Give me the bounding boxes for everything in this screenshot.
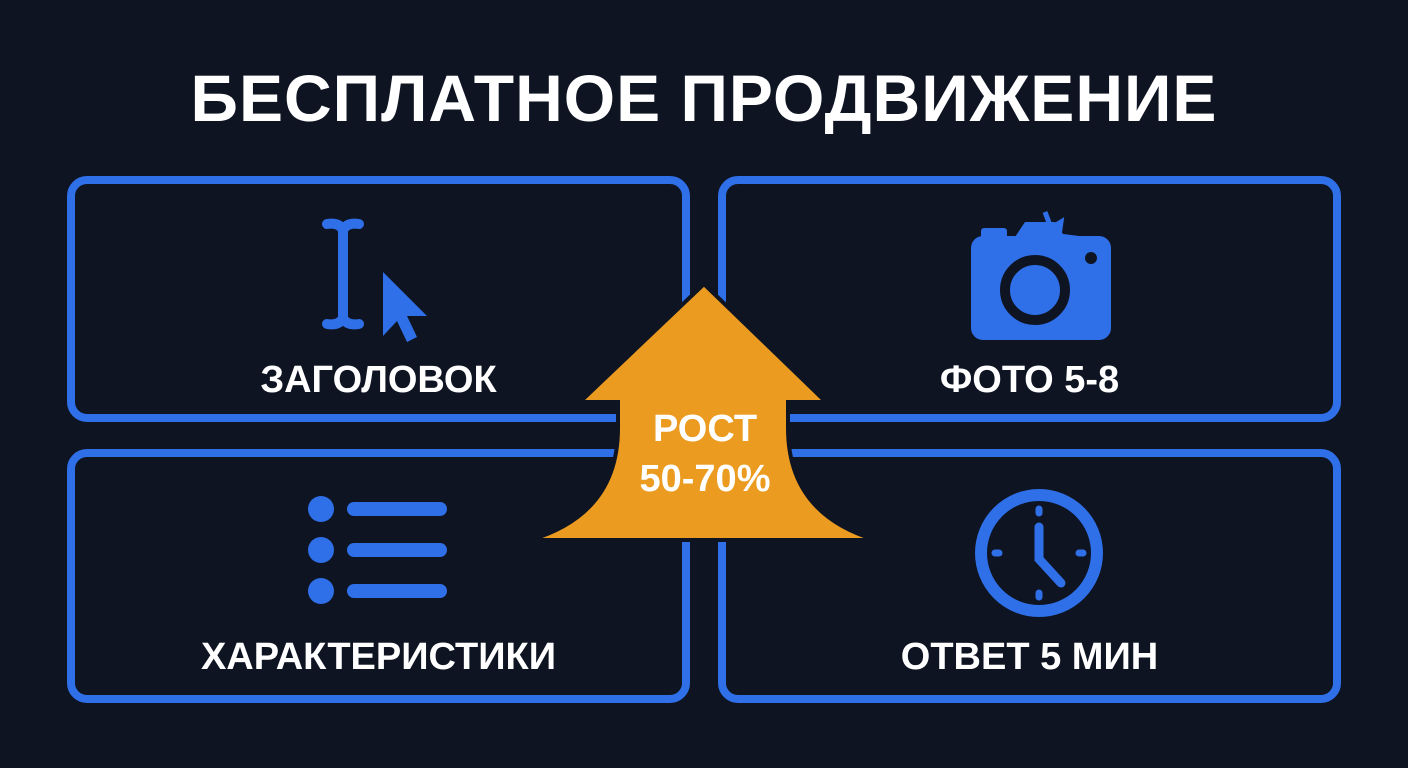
growth-line1: РОСТ [652, 408, 758, 450]
page-title: БЕСПЛАТНОЕ ПРОДВИЖЕНИЕ [190, 61, 1218, 135]
card-label: ХАРАКТЕРИСТИКИ [200, 636, 557, 678]
title-card: ЗАГОЛОВОК [67, 176, 690, 422]
card-label: ФОТО 5-8 [939, 359, 1120, 401]
growth-line2: 50-70% [639, 458, 771, 500]
growth-label: РОСТ 50-70% [590, 404, 820, 504]
up-arrow-icon [529, 281, 877, 542]
bullet-list-icon [308, 496, 447, 604]
clock-icon [975, 489, 1103, 617]
specs-card: ХАРАКТЕРИСТИКИ [67, 449, 690, 703]
text-cursor-pointer-icon [322, 218, 427, 342]
card-label: ЗАГОЛОВОК [260, 359, 497, 401]
camera-flash-icon [971, 211, 1111, 340]
photo-card: ФОТО 5-8 [718, 176, 1341, 422]
card-label: ОТВЕТ 5 МИН [900, 636, 1159, 678]
response-card: ОТВЕТ 5 МИН [718, 449, 1341, 703]
